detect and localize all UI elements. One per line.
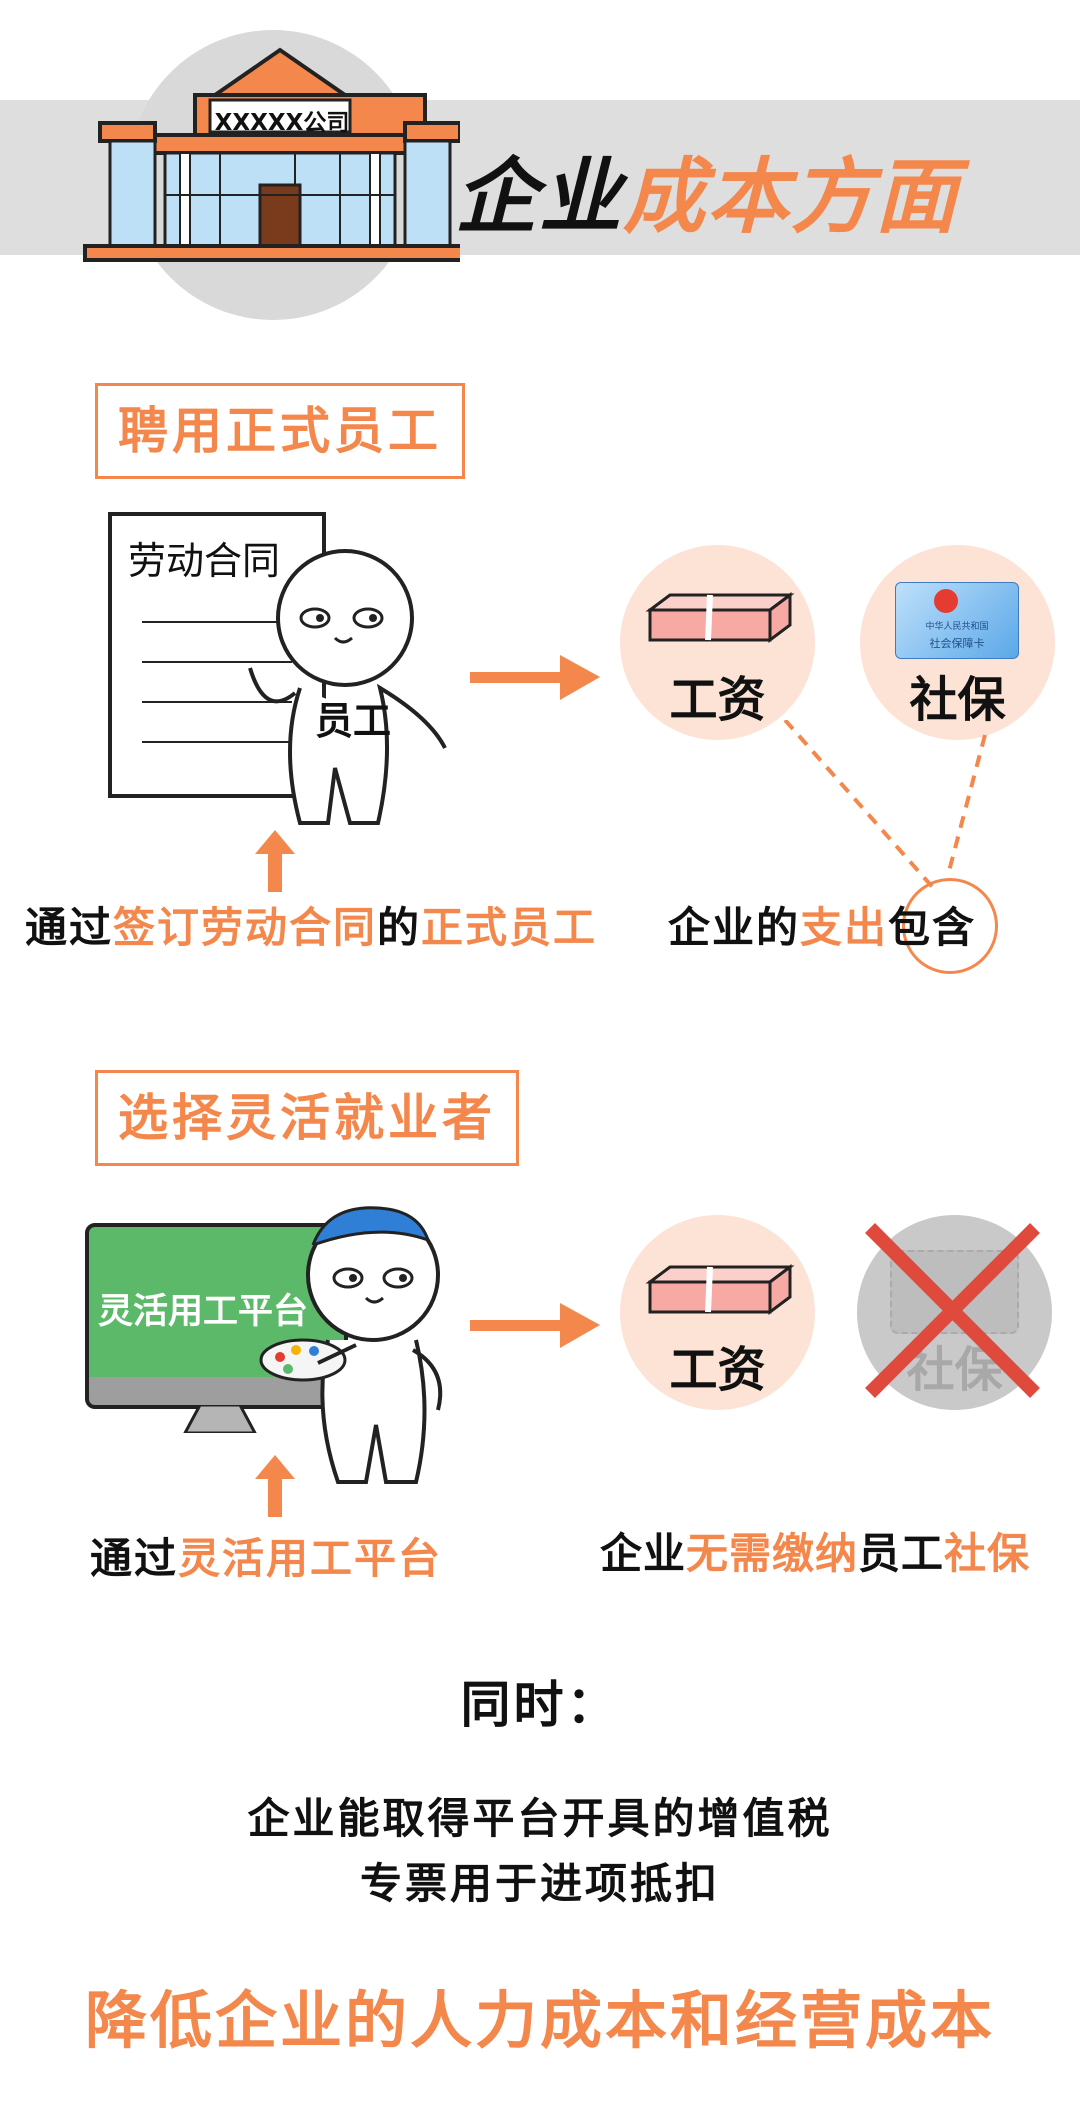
arrow-right-icon — [470, 655, 600, 700]
section1-caption-right: 企业的支出包含 — [668, 903, 977, 952]
page-title: 企业成本方面 — [455, 130, 959, 249]
section2-caption-right: 企业无需缴纳员工社保 — [600, 1529, 1031, 1578]
footer-line2: 专票用于进项抵扣 — [359, 1859, 720, 1908]
card-text-2: 社会保障卡 — [929, 637, 985, 650]
meanwhile-heading: 同时： — [460, 1676, 620, 1734]
footer-line1: 企业能取得平台开具的增值税 — [247, 1794, 833, 1843]
social-security-label: 社保 — [909, 672, 1006, 728]
salary-label: 工资 — [669, 672, 766, 728]
building-icon — [83, 47, 460, 262]
arrow-up-icon-2 — [255, 1455, 295, 1517]
dashed-connectors — [783, 720, 987, 892]
cross-icon — [865, 1223, 1040, 1398]
salary-label-2: 工资 — [669, 1342, 766, 1398]
arrow-right-icon-2 — [470, 1303, 600, 1348]
highlight-ring — [902, 878, 998, 974]
title-part2: 成本方面 — [623, 150, 959, 245]
card-text-1: 中华人民共和国 — [925, 622, 989, 632]
social-security-card-icon: 中华人民共和国 社会保障卡 — [895, 582, 1019, 659]
monitor-stand — [183, 1405, 257, 1433]
worker-character-icon — [267, 1206, 443, 1484]
banknote-stack-icon-2 — [645, 1264, 795, 1315]
section2-heading: 选择灵活就业者 — [95, 1070, 519, 1166]
building-sign: XXXXX公司 — [214, 110, 350, 136]
screen-label: 灵活用工平台 — [98, 1292, 309, 1332]
contract-title: 劳动合同 — [128, 539, 281, 583]
salary-bubble — [620, 545, 815, 740]
section1-caption-left: 通过签订劳动合同的正式员工 — [25, 903, 598, 952]
conclusion: 降低企业的人力成本和经营成本 — [84, 1984, 995, 2057]
section2-caption-left: 通过灵活用工平台 — [90, 1534, 443, 1583]
employee-label: 员工 — [315, 699, 392, 743]
palette-icon — [259, 1338, 357, 1382]
section1-heading: 聘用正式员工 — [95, 383, 465, 479]
title-part1: 企业 — [455, 150, 623, 245]
arrow-up-icon — [255, 830, 295, 892]
employee-character-icon — [248, 549, 447, 825]
banknote-stack-icon — [645, 592, 795, 643]
